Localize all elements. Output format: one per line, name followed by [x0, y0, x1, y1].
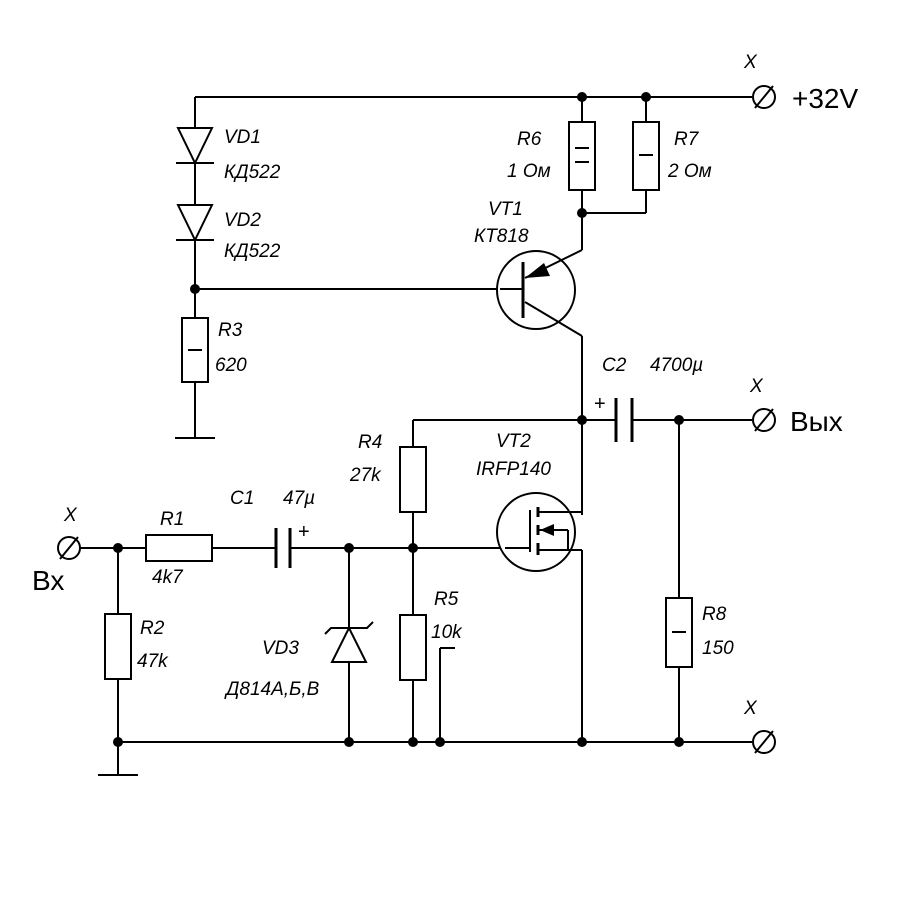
capacitor-c1: + C1 47µ: [230, 488, 315, 568]
resistor-r1: R1 4k7: [145, 509, 213, 588]
r7-ref: R7: [674, 129, 700, 150]
terminal-marker: X: [749, 376, 764, 397]
r8-ref: R8: [702, 604, 727, 625]
transistor-vt1: VT1 КТ818: [474, 199, 583, 337]
r3-value: 620: [215, 355, 247, 376]
terminal-output[interactable]: X Вых: [749, 376, 843, 437]
diode-vd1: VD1 КД522: [176, 127, 281, 183]
resistor-r3: R3 620: [181, 317, 247, 383]
vd2-value: КД522: [224, 241, 281, 262]
junction-dot: [435, 737, 445, 747]
junction-dot: [674, 737, 684, 747]
zener-vd3: VD3 Д814А,Б,В: [224, 621, 374, 700]
resistor-r4: R4 27k: [349, 432, 427, 513]
c1-value: 47µ: [283, 488, 315, 509]
vd3-ref: VD3: [262, 638, 299, 659]
transistor-vt2: VT2 IRFP140: [476, 431, 583, 572]
junction-dot: [408, 737, 418, 747]
r2-ref: R2: [140, 618, 165, 639]
c1-ref: C1: [230, 488, 254, 509]
c2-polarity: +: [594, 393, 606, 415]
resistor-r6: R6 1 Ом: [507, 121, 596, 191]
junction-dot: [577, 92, 587, 102]
vd2-ref: VD2: [224, 210, 261, 231]
terminal-input[interactable]: X Вх: [32, 505, 81, 596]
capacitor-c2: + C2 4700µ: [594, 355, 703, 442]
terminal-ground[interactable]: X: [743, 698, 776, 754]
terminal-marker: X: [743, 52, 758, 73]
vd1-ref: VD1: [224, 127, 261, 148]
r1-value: 4k7: [152, 567, 184, 588]
junction-dot: [641, 92, 651, 102]
junction-dot: [577, 737, 587, 747]
r3-ref: R3: [218, 320, 243, 341]
resistor-r8: R8 150: [665, 597, 734, 668]
vd1-value: КД522: [224, 162, 281, 183]
vt2-value: IRFP140: [476, 459, 551, 480]
r8-value: 150: [702, 638, 734, 659]
r6-ref: R6: [517, 129, 542, 150]
c1-polarity: +: [298, 521, 310, 543]
potentiometer-r5: R5 10k: [399, 589, 463, 681]
r5-value: 10k: [431, 622, 463, 643]
r1-ref: R1: [160, 509, 184, 530]
terminal-marker: X: [63, 505, 78, 526]
r2-value: 47k: [137, 651, 169, 672]
junction-dots: [113, 92, 684, 747]
vt1-ref: VT1: [488, 199, 523, 220]
junction-dot: [408, 543, 418, 553]
vt1-value: КТ818: [474, 226, 529, 247]
c2-ref: C2: [602, 355, 627, 376]
resistor-r2: R2 47k: [104, 613, 169, 680]
output-label: Вых: [790, 406, 843, 437]
junction-dot: [344, 543, 354, 553]
junction-dot: [113, 737, 123, 747]
r4-ref: R4: [358, 432, 382, 453]
junction-dot: [577, 208, 587, 218]
terminal-supply[interactable]: X +32V: [743, 52, 858, 114]
input-label: Вх: [32, 565, 64, 596]
resistor-r7: R7 2 Ом: [632, 121, 712, 191]
junction-dot: [674, 415, 684, 425]
vt2-ref: VT2: [496, 431, 531, 452]
diode-vd2: VD2 КД522: [176, 204, 281, 262]
vd3-value: Д814А,Б,В: [224, 679, 320, 700]
junction-dot: [577, 415, 587, 425]
junction-dot: [113, 543, 123, 553]
c2-value: 4700µ: [650, 355, 703, 376]
r5-ref: R5: [434, 589, 459, 610]
junction-dot: [344, 737, 354, 747]
supply-label: +32V: [792, 83, 858, 114]
junction-dot: [190, 284, 200, 294]
r7-value: 2 Ом: [667, 161, 712, 182]
r6-value: 1 Ом: [507, 161, 551, 182]
terminal-marker: X: [743, 698, 758, 719]
r4-value: 27k: [349, 465, 382, 486]
